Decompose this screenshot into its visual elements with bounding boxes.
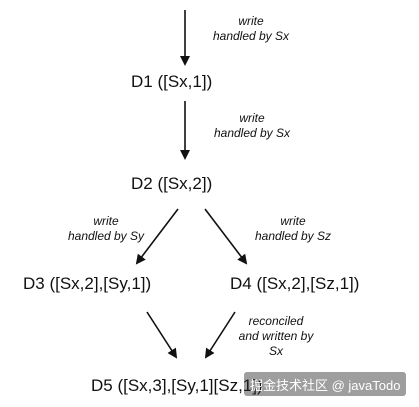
arrow-d4-to-d5	[204, 311, 236, 359]
edge-label-top: write handled by Sx	[212, 14, 290, 43]
arrow-d2-to-d3	[135, 208, 179, 265]
node-d1: D1 ([Sx,1])	[131, 72, 213, 91]
node-d5: D5 ([Sx,3],[Sy,1][Sz,1])	[91, 376, 263, 395]
watermark-text: 掘金技术社区 @ javaTodo	[250, 377, 401, 393]
edge-label-d2-d3: write handled by Sy	[67, 214, 145, 243]
edge-label-d4-d5: reconciled and written by Sx	[238, 314, 314, 358]
node-d4: D4 ([Sx,2],[Sz,1])	[230, 274, 360, 293]
watermark: 掘金技术社区 @ javaTodo	[244, 372, 407, 396]
node-d3: D3 ([Sx,2],[Sy,1])	[23, 274, 152, 293]
arrow-d2-to-d4	[204, 208, 248, 265]
edge-label-d2-d4: write handled by Sz	[254, 214, 332, 243]
arrow-d3-to-d5	[146, 311, 178, 359]
edge-label-d1-d2: write handled by Sx	[213, 111, 291, 140]
node-d2: D2 ([Sx,2])	[131, 174, 213, 193]
